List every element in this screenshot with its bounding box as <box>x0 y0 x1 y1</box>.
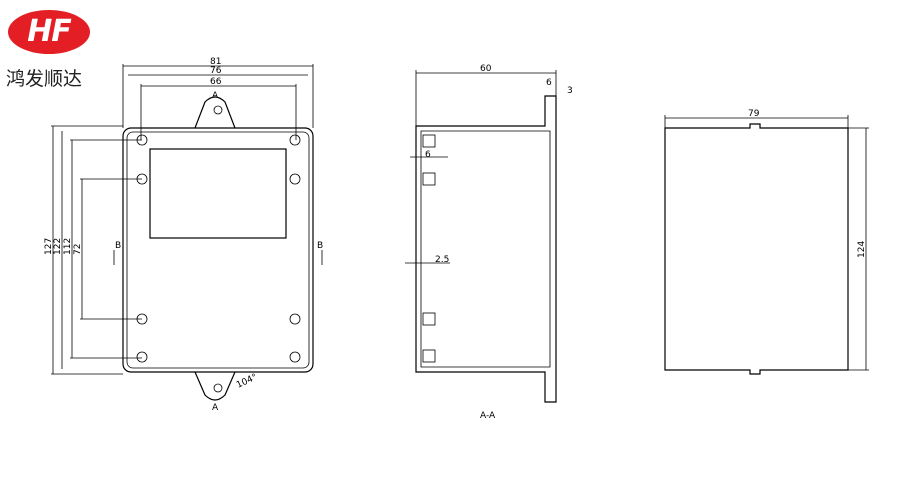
section-mark-b-right: B <box>317 241 323 251</box>
dim-2-5: 2.5 <box>435 255 449 265</box>
dim-3: 3 <box>567 86 573 96</box>
section-view: 60 6 3 6 2.5 A-A <box>405 64 573 421</box>
dim-6-left: 6 <box>425 150 431 160</box>
section-caption: A-A <box>480 411 496 421</box>
dim-112: 112 <box>63 238 73 255</box>
brand-name: 鸿发顺达 <box>6 68 83 90</box>
dim-81: 81 <box>210 57 221 67</box>
dim-79: 79 <box>748 109 760 119</box>
angle-104: 104° <box>235 372 259 390</box>
dim-124: 124 <box>857 241 867 258</box>
dim-72: 72 <box>73 244 83 255</box>
dim-127: 127 <box>44 238 54 255</box>
dim-76: 76 <box>210 66 222 76</box>
section-mark-a-bottom: A <box>212 403 219 413</box>
dim-122: 122 <box>53 238 63 255</box>
dim-66: 66 <box>210 77 222 87</box>
side-view: 79 124 <box>664 109 869 375</box>
section-mark-b-left: B <box>115 241 121 251</box>
dim-60: 60 <box>480 64 492 74</box>
section-mark-a-top: A <box>212 91 219 101</box>
dim-6-top: 6 <box>546 78 552 88</box>
logo: HF <box>8 10 90 54</box>
front-view: 81 76 66 127 122 112 72 A A B B 104° <box>44 57 323 413</box>
